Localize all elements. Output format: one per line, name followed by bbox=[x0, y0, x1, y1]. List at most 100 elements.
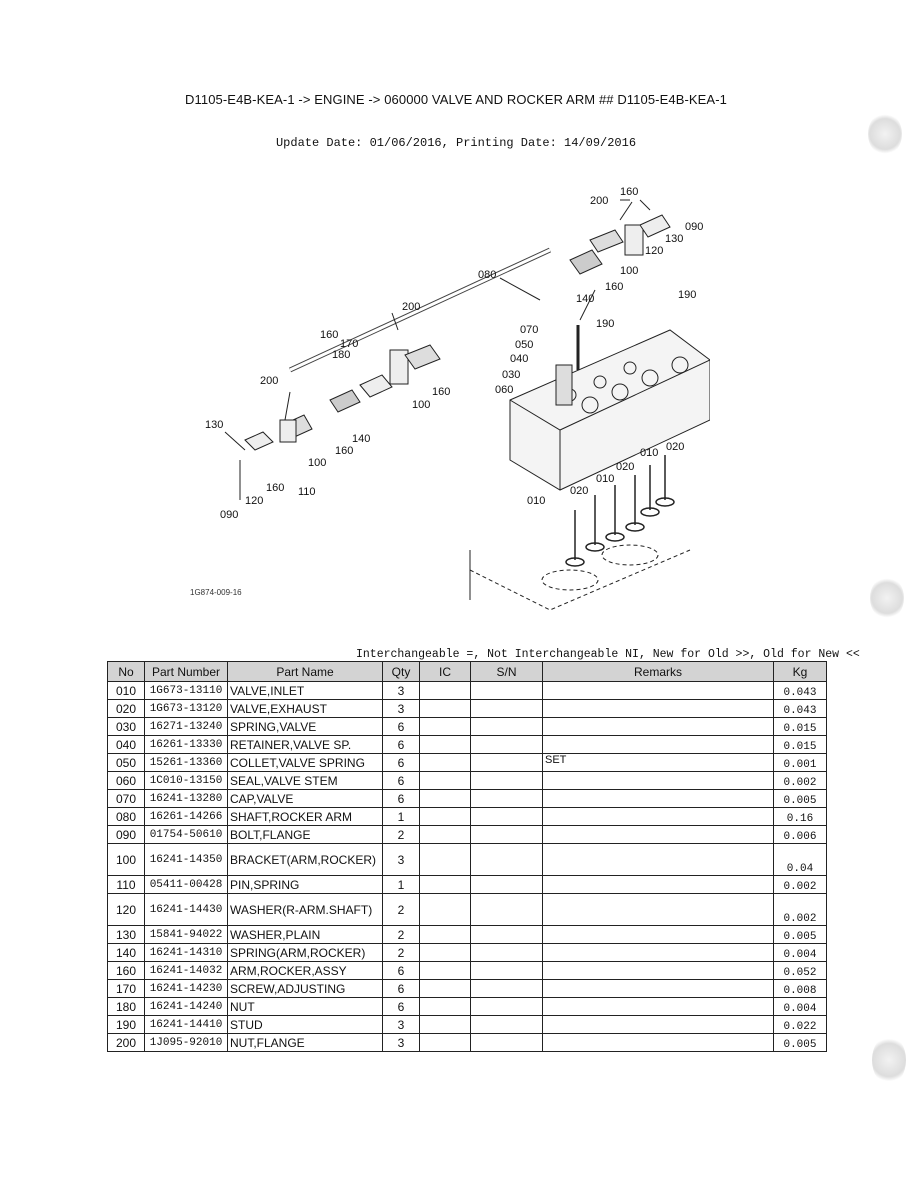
cell-sn bbox=[470, 699, 543, 718]
svg-text:190: 190 bbox=[596, 318, 614, 330]
cell-ic bbox=[419, 875, 471, 894]
col-header-part-name: Part Name bbox=[227, 661, 383, 682]
cell-kg: 0.04 bbox=[773, 843, 827, 876]
cell-sn bbox=[470, 825, 543, 844]
update-printing-dates: Update Date: 01/06/2016, Printing Date: … bbox=[275, 136, 637, 150]
cell-qty: 3 bbox=[382, 699, 420, 718]
svg-text:070: 070 bbox=[520, 324, 538, 336]
cell-rem bbox=[542, 735, 774, 754]
cell-kg: 0.001 bbox=[773, 753, 827, 772]
cell-rem bbox=[542, 979, 774, 998]
cell-rem bbox=[542, 789, 774, 808]
cell-pn: 16241-13280 bbox=[144, 789, 228, 808]
cell-kg: 0.022 bbox=[773, 1015, 827, 1034]
cell-sn bbox=[470, 789, 543, 808]
cell-kg: 0.043 bbox=[773, 699, 827, 718]
cell-pn: 16241-14430 bbox=[144, 893, 228, 926]
cell-kg: 0.16 bbox=[773, 807, 827, 826]
col-header-qty: Qty bbox=[382, 661, 420, 682]
cell-name: SEAL,VALVE STEM bbox=[227, 771, 383, 790]
svg-text:170: 170 bbox=[340, 338, 358, 350]
cell-ic bbox=[419, 825, 471, 844]
cell-ic bbox=[419, 771, 471, 790]
cell-rem bbox=[542, 681, 774, 700]
svg-text:080: 080 bbox=[478, 269, 496, 281]
cell-name: BRACKET(ARM,ROCKER) bbox=[227, 843, 383, 876]
cell-qty: 6 bbox=[382, 753, 420, 772]
col-header-no: No bbox=[107, 661, 145, 682]
cell-no: 130 bbox=[107, 925, 145, 944]
scan-smudge bbox=[870, 576, 904, 620]
svg-text:190: 190 bbox=[678, 289, 696, 301]
svg-text:160: 160 bbox=[620, 186, 638, 198]
svg-text:090: 090 bbox=[220, 509, 238, 521]
cell-qty: 2 bbox=[382, 925, 420, 944]
svg-text:120: 120 bbox=[645, 245, 663, 257]
cell-sn bbox=[470, 979, 543, 998]
cell-sn bbox=[470, 943, 543, 962]
cell-pn: 16241-14350 bbox=[144, 843, 228, 876]
svg-text:020: 020 bbox=[616, 461, 634, 473]
figure-code: 1G874-009-16 bbox=[190, 588, 242, 597]
cell-no: 090 bbox=[107, 825, 145, 844]
cell-kg: 0.002 bbox=[773, 875, 827, 894]
cell-kg: 0.004 bbox=[773, 943, 827, 962]
col-header-kg: Kg bbox=[773, 661, 827, 682]
svg-text:100: 100 bbox=[620, 265, 638, 277]
cell-pn: 1G673-13110 bbox=[144, 681, 228, 700]
svg-text:130: 130 bbox=[205, 419, 223, 431]
cell-no: 190 bbox=[107, 1015, 145, 1034]
cell-qty: 3 bbox=[382, 681, 420, 700]
cell-ic bbox=[419, 979, 471, 998]
svg-text:140: 140 bbox=[352, 433, 370, 445]
cell-qty: 3 bbox=[382, 1033, 420, 1052]
cell-qty: 1 bbox=[382, 875, 420, 894]
cell-ic bbox=[419, 961, 471, 980]
cell-rem bbox=[542, 893, 774, 926]
cell-sn bbox=[470, 997, 543, 1016]
svg-text:120: 120 bbox=[245, 495, 263, 507]
cell-qty: 3 bbox=[382, 1015, 420, 1034]
col-header-part-number: Part Number bbox=[144, 661, 228, 682]
svg-text:100: 100 bbox=[308, 457, 326, 469]
cell-no: 180 bbox=[107, 997, 145, 1016]
cell-qty: 6 bbox=[382, 961, 420, 980]
cell-pn: 16271-13240 bbox=[144, 717, 228, 736]
cell-rem bbox=[542, 699, 774, 718]
cell-pn: 15261-13360 bbox=[144, 753, 228, 772]
svg-text:050: 050 bbox=[515, 339, 533, 351]
cell-kg: 0.008 bbox=[773, 979, 827, 998]
cell-kg: 0.002 bbox=[773, 893, 827, 926]
cell-name: ARM,ROCKER,ASSY bbox=[227, 961, 383, 980]
cell-rem bbox=[542, 825, 774, 844]
cell-kg: 0.005 bbox=[773, 925, 827, 944]
cell-name: VALVE,EXHAUST bbox=[227, 699, 383, 718]
cell-name: NUT,FLANGE bbox=[227, 1033, 383, 1052]
svg-text:020: 020 bbox=[666, 441, 684, 453]
cell-name: PIN,SPRING bbox=[227, 875, 383, 894]
cell-ic bbox=[419, 893, 471, 926]
cell-kg: 0.043 bbox=[773, 681, 827, 700]
cell-ic bbox=[419, 681, 471, 700]
table-header-row: No Part Number Part Name Qty IC S/N Rema… bbox=[107, 661, 827, 682]
cell-name: STUD bbox=[227, 1015, 383, 1034]
svg-text:160: 160 bbox=[605, 281, 623, 293]
cell-no: 120 bbox=[107, 893, 145, 926]
cell-kg: 0.052 bbox=[773, 961, 827, 980]
cell-name: COLLET,VALVE SPRING bbox=[227, 753, 383, 772]
cell-rem bbox=[542, 925, 774, 944]
cell-pn: 16241-14230 bbox=[144, 979, 228, 998]
cell-no: 060 bbox=[107, 771, 145, 790]
svg-text:100: 100 bbox=[412, 399, 430, 411]
cell-no: 010 bbox=[107, 681, 145, 700]
svg-text:010: 010 bbox=[640, 447, 658, 459]
svg-text:090: 090 bbox=[685, 221, 703, 233]
cell-name: BOLT,FLANGE bbox=[227, 825, 383, 844]
